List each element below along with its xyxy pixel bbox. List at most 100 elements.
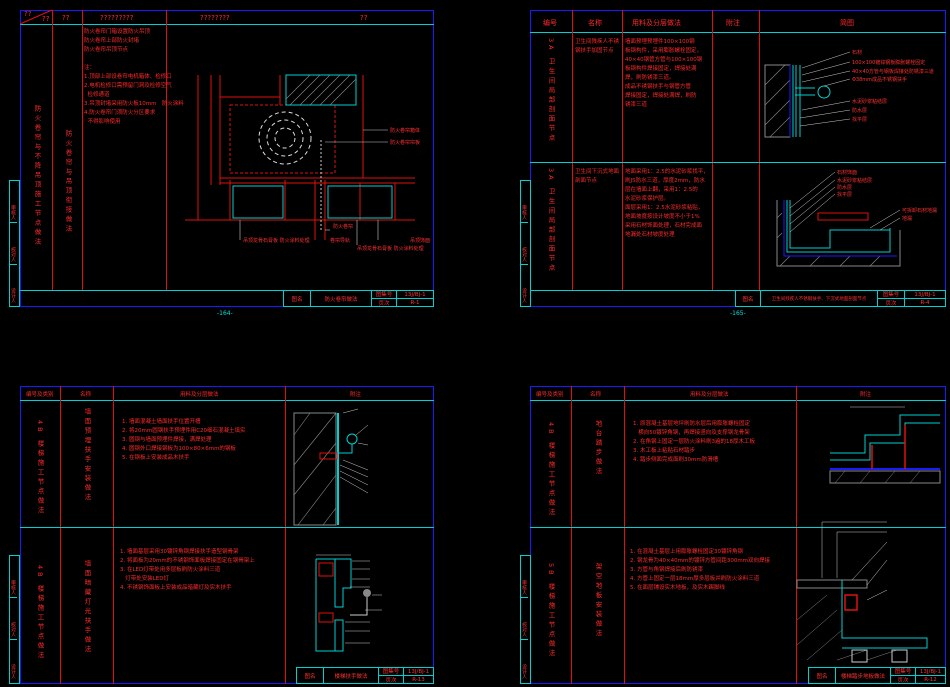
sheet-page: R-1 (410, 299, 420, 306)
raised-floor-drawing (796, 521, 928, 663)
header-cell: 名称 (590, 392, 602, 398)
header-divider (20, 24, 434, 25)
atlas-number: 13J/BJ-1 (404, 668, 433, 676)
row-code: 3A 卫生间局部剖面节点 (547, 168, 555, 274)
fire-shutter-drawing: 防火卷帘箱体 防火卷帘帘板 防火卷帘 卷帘导轨 吊顶龙骨石膏板 防火涂料处理 吊… (185, 74, 430, 252)
header-cell: 用料及分层做法 (180, 392, 219, 398)
sign-cell: 设计人 (521, 664, 527, 679)
page-label: 页次 (897, 678, 909, 684)
header-cell: 名称 (80, 392, 92, 398)
callout-label: 吊顶饰面 (410, 237, 430, 244)
atlas-number: 13J/BJ-1 (905, 291, 945, 299)
atlas-number: 13J/BJ-1 (397, 291, 433, 299)
callout-label: 石材 (852, 49, 862, 56)
row-notes: 墙面预埋预埋件100×100钢 板钢构件，采用膨胀螺栓固定， 40×40钢管方管… (625, 39, 703, 108)
atlas-label: 图集号 (379, 667, 403, 676)
sign-cell: 审核人 (10, 577, 17, 598)
drawing-sheet-1 (20, 10, 434, 307)
sheet-page: R-12 (924, 676, 937, 683)
led-handrail-drawing (315, 554, 382, 652)
callout-label: 防水层 (852, 107, 867, 114)
header-cell: 名称 (588, 19, 602, 27)
sign-cell: 校对人 (10, 244, 17, 265)
sign-cell: 校对人 (521, 244, 528, 265)
row-notes: 1. 墙面混凝土墙面扶手位置开槽 2. 将20mm圆钢扶手预埋件用C20细石混凝… (122, 419, 246, 461)
header-cell: ?? (24, 10, 32, 18)
column-divider (52, 10, 53, 290)
header-cell: ?? (360, 14, 368, 22)
column-divider (82, 10, 83, 290)
row-notes: 地面采用1：2.5的水泥砂浆找平， 刷JS防水三道，厚度2mm，防水 层在墙面上… (625, 169, 709, 238)
sign-cell: 审核人 (521, 202, 528, 223)
signature-strip: 审核人校对人设计人 (9, 555, 20, 684)
row-code: 3A 卫生间局部剖面节点 (547, 38, 555, 144)
row-code: 4B 楼梯施工节点做法 (547, 422, 555, 518)
page-label: 页次 (885, 301, 897, 307)
row-name: 卫生间下沉式地面剖面节点 (575, 169, 620, 184)
callout-label: Φ38mm成品不锈钢扶手 (852, 76, 907, 83)
page-number: -164- (217, 310, 233, 317)
header-diagonal (19, 9, 53, 25)
column-divider (759, 10, 760, 290)
callout-label: 吊顶龙骨石膏板 防火涂料处理 (357, 245, 424, 252)
page-number: -165- (730, 310, 746, 317)
header-cell: 用料及分层做法 (690, 392, 729, 398)
atlas-label: 图集号 (878, 290, 904, 299)
row-notes: 防火卷帘门箱设置防火吊顶 防火卷帘上部防火封堵 防火卷帘吊顶节点 注： 1.顶部… (84, 29, 184, 125)
column-divider (166, 10, 167, 290)
callout-label: 找平层 (837, 191, 852, 198)
row-code: 5B 楼梯施工节点做法 (547, 563, 555, 659)
sign-cell: 设计人 (521, 288, 527, 303)
row-divider (20, 527, 434, 528)
drawing-title: 楼梯踏步地板做法 (836, 668, 891, 683)
callout-label: 地漏 (902, 215, 912, 222)
column-divider (622, 10, 623, 290)
sheet-page: R-4 (920, 299, 930, 306)
row-name: 墙面暗藏灯光扶手做法 (83, 560, 91, 655)
title-block-divider (20, 290, 434, 291)
callout-label: 卷帘导轨 (330, 237, 350, 244)
row-notes: 1. 墙面基层采用30镀锌角钢焊接扶手造型钢骨架 2. 将面板为20mm的不锈钢… (120, 549, 255, 591)
column-divider (113, 386, 114, 684)
column-divider (572, 10, 573, 290)
header-divider (530, 400, 946, 401)
title-label: 图名 (809, 668, 836, 683)
header-cell: 编号 (543, 19, 557, 27)
signature-strip: 审核人校对人设计人 (520, 555, 531, 684)
signature-strip: 审核人校对人设计人 (520, 180, 531, 307)
column-divider (571, 386, 572, 684)
row-name: 卫生间残疾人不锈钢扶手加固节点 (575, 39, 620, 54)
callout-label: 防火卷帘箱体 (390, 127, 420, 134)
row-name: 架空地板安装做法 (594, 563, 602, 639)
header-cell: 附注 (350, 392, 362, 398)
drawing-title: 卫生间残疾人不锈钢扶手、下沉式地面剖面节点 (761, 291, 878, 306)
sign-cell: 校对人 (10, 619, 17, 640)
title-label: 图名 (736, 291, 761, 306)
drawing-title: 防火卷帘做法 (311, 291, 372, 306)
callout-label: 可拆卸石材地漏 (902, 207, 937, 214)
sheet-page: R-13 (412, 676, 425, 683)
header-divider (20, 400, 434, 401)
header-cell: ?? (42, 15, 50, 23)
header-cell: 编号及类别 (536, 392, 564, 398)
row-name: 防火卷帘与吊顶衔接做法 (64, 130, 72, 235)
row-name: 地台踏步做法 (594, 420, 602, 477)
drawing-title: 楼梯扶手做法 (324, 668, 379, 683)
atlas-label: 图集号 (891, 667, 915, 676)
column-divider (624, 386, 625, 684)
sign-cell: 设计人 (10, 664, 16, 679)
callout-label: 40×40方管与钢板焊接处防锈漆三道 (852, 68, 934, 75)
callout-label: 防火卷帘 (333, 223, 353, 230)
callout-label: 水泥砂浆粘结层 (837, 177, 872, 184)
callout-label: 吊顶龙骨石膏板 防火涂料处理 (243, 237, 310, 244)
column-divider (712, 10, 713, 290)
callout-label: 石材饰面 (837, 169, 857, 176)
row-code: 4B 楼梯施工节点做法 (36, 565, 44, 661)
callout-label: 找平层 (852, 116, 867, 123)
callout-label: 防水层 (837, 184, 852, 191)
row-divider (530, 162, 946, 163)
row-code: 4B 楼梯施工节点做法 (36, 420, 44, 516)
signature-strip: 审核人校对人设计人 (9, 180, 20, 307)
